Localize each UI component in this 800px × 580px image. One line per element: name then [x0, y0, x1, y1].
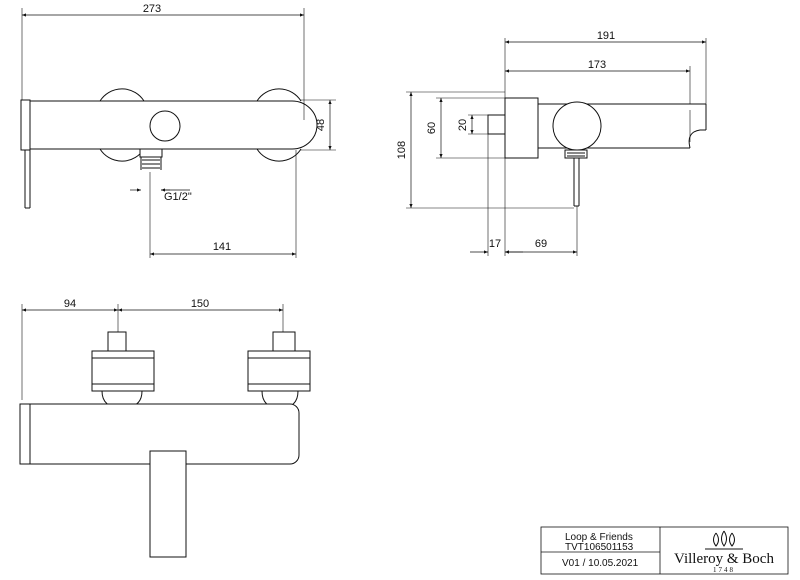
- brand-name: Villeroy & Boch: [674, 551, 774, 567]
- side-view-dimension-lines: [409, 40, 706, 254]
- dim-side-height-60: 60: [426, 122, 438, 134]
- side-view: [406, 38, 707, 256]
- villeroy-boch-logo-icon: [705, 530, 743, 550]
- product-name: Loop & Friends: [565, 532, 633, 543]
- version-date: V01 / 10.05.2021: [562, 558, 639, 569]
- front-view-dimension-lines: [22, 13, 332, 256]
- dim-side-spout-depth: 173: [588, 59, 606, 71]
- dim-inlet-spacing-150: 150: [191, 298, 209, 310]
- dim-side-69: 69: [535, 238, 547, 250]
- dim-inlet-offset-94: 94: [64, 298, 76, 310]
- article-number: TVT106501153: [565, 542, 634, 553]
- dim-side-wall-17: 17: [489, 238, 501, 250]
- top-view: [19, 304, 311, 558]
- dim-side-total-height: 108: [396, 141, 408, 159]
- dim-connection-thread: G1/2": [164, 191, 192, 203]
- dim-side-height-20: 20: [457, 119, 469, 131]
- brand-year: 1748: [713, 566, 735, 574]
- dim-body-height: 48: [315, 119, 327, 131]
- dim-outlet-offset: 141: [213, 241, 231, 253]
- dim-overall-width: 273: [143, 3, 161, 15]
- front-view: [20, 8, 336, 258]
- dim-side-total-depth: 191: [597, 30, 615, 42]
- title-block: [540, 526, 789, 575]
